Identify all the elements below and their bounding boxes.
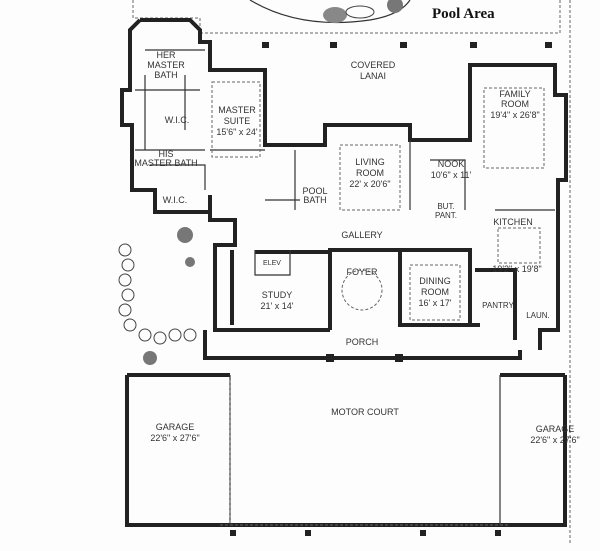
kitchen-label: KITCHEN [493,217,533,227]
laundry-label: LAUN. [526,311,550,320]
motor-court-label: MOTOR COURT [331,407,399,417]
pantry-label: PANTRY [482,301,514,310]
lanai-columns [262,42,552,48]
wic-2-label: W.I.C. [163,195,188,205]
walls [120,18,568,527]
butler-pantry-label: BUT.PANT. [435,202,457,220]
landscaping [118,243,197,345]
gallery-label: GALLERY [341,230,382,240]
wic-label: W.I.C. [165,115,190,125]
foyer-label: FOYER [346,267,378,277]
porch-label: PORCH [346,337,379,347]
pool-area [132,0,571,545]
plants [143,227,195,365]
porch-columns [230,354,501,536]
elevator-label: ELEV [263,260,281,267]
pool-area-title: Pool Area [432,6,495,22]
kitchen-size: 19'2" x 19'8" [492,264,541,274]
ceiling-details [211,81,545,526]
